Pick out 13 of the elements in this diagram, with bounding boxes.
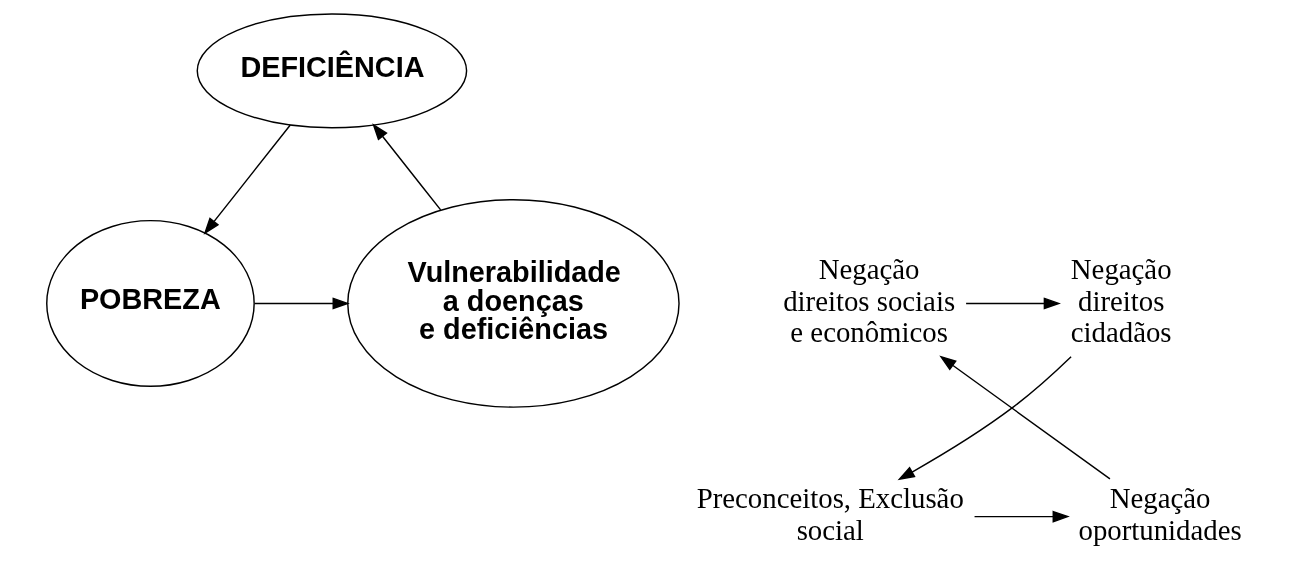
arrow [253,297,350,310]
arrow [938,355,1111,480]
arrow [203,124,291,235]
arrow [897,356,1072,481]
node-text: Negação direitos sociais e econômicos [782,252,955,349]
arrow [973,510,1070,523]
node-text: Negação oportunidades [1077,481,1242,546]
arrow [371,123,441,211]
node-ellipse: DEFICIÊNCIA [196,13,467,129]
node-text: Negação direitos cidadãos [1070,252,1172,349]
node-ellipse: Vulnerabilidade a doenças e deficiências [346,199,680,408]
node-text: Preconceitos, Exclusão social [696,481,964,546]
arrow [964,297,1061,310]
